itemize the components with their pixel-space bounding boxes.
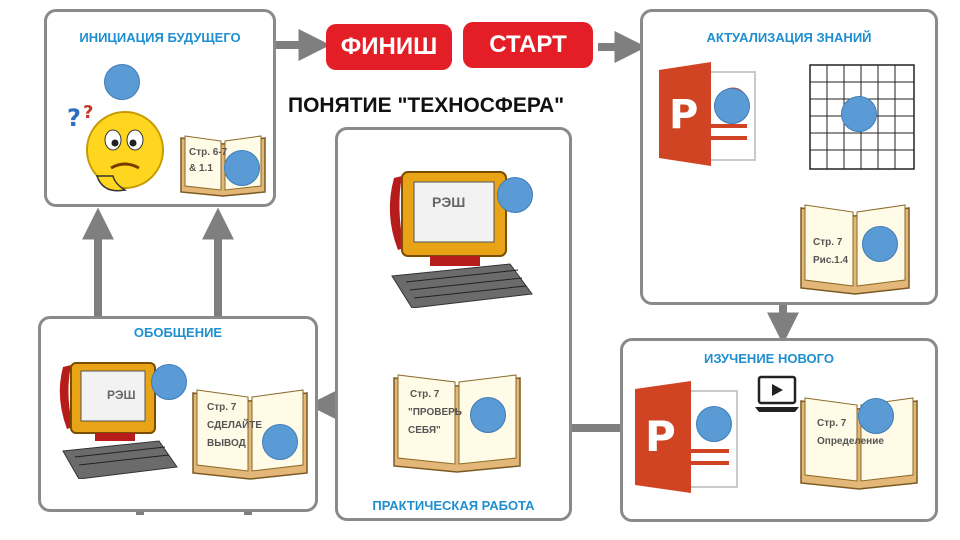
box-actualization-title: АКТУАЛИЗАЦИЯ ЗНАНИЙ <box>706 30 872 45</box>
page-title: ПОНЯТИЕ "ТЕХНОСФЕРА" <box>288 94 565 117</box>
svg-text:P: P <box>669 92 698 138</box>
box-practice[interactable]: РЭШ Стр. 7 "ПРОВЕРЬ СЕБЯ" ПРАКТИЧЕСКАЯ Р… <box>335 127 572 521</box>
svg-text:?: ? <box>83 102 93 123</box>
marker-dot[interactable] <box>696 406 732 442</box>
book-label-line1: Стр. 6-7 <box>189 147 228 158</box>
start-button[interactable]: СТАРТ <box>463 22 593 68</box>
box-actualization[interactable]: АКТУАЛИЗАЦИЯ ЗНАНИЙ P Стр. 7 Рис.1.4 <box>640 9 938 305</box>
marker-dot[interactable] <box>224 150 260 186</box>
book-label-line2: "ПРОВЕРЬ <box>408 407 462 418</box>
marker-dot[interactable] <box>862 226 898 262</box>
book-label-line1: Стр. 7 <box>817 418 847 429</box>
box-summary-title: ОБОБЩЕНИЕ <box>133 325 223 340</box>
svg-text:P: P <box>645 412 676 461</box>
book-label-line2: Определение <box>817 436 884 447</box>
book-label-line1: Стр. 7 <box>813 237 843 248</box>
marker-dot[interactable] <box>151 364 187 400</box>
book-label-line3: СЕБЯ" <box>408 425 441 436</box>
marker-dot[interactable] <box>470 397 506 433</box>
computer-icon <box>389 171 533 308</box>
marker-dot[interactable] <box>262 424 298 460</box>
video-lesson-icon <box>755 375 799 412</box>
book-label-line1: Стр. 7 <box>207 402 237 413</box>
marker-dot[interactable] <box>714 88 750 124</box>
book-label-line2: & 1.1 <box>189 163 213 174</box>
marker-dot[interactable] <box>497 177 533 213</box>
marker-dot[interactable] <box>841 96 877 132</box>
book-label-line2: Рис.1.4 <box>813 255 849 266</box>
marker-dot[interactable] <box>104 64 140 100</box>
pc-screen-label: РЭШ <box>107 388 136 402</box>
smiley-thinking-icon: ? ? <box>67 102 164 192</box>
computer-icon <box>59 362 178 479</box>
box-new-material-title: ИЗУЧЕНИЕ НОВОГО <box>704 351 834 366</box>
book-label-line1: Стр. 7 <box>410 389 440 400</box>
finish-button[interactable]: ФИНИШ <box>326 24 452 70</box>
box-practice-title: ПРАКТИЧЕСКАЯ РАБОТА <box>372 498 535 513</box>
svg-text:?: ? <box>67 104 81 132</box>
book-label-line2: СДЕЛАЙТЕ <box>207 420 263 431</box>
marker-dot[interactable] <box>858 398 894 434</box>
box-initiation-title: ИНИЦИАЦИЯ БУДУЩЕГО <box>79 30 241 45</box>
box-summary[interactable]: ОБОБЩЕНИЕ РЭШ Стр. 7 СДЕЛАЙТЕ ВЫВОД <box>38 316 318 512</box>
book-label-line3: ВЫВОД <box>207 438 246 449</box>
pc-screen-label: РЭШ <box>432 194 466 210</box>
box-new-material[interactable]: ИЗУЧЕНИЕ НОВОГО P Стр. 7 Определение <box>620 338 938 522</box>
powerpoint-icon: P <box>635 381 738 493</box>
